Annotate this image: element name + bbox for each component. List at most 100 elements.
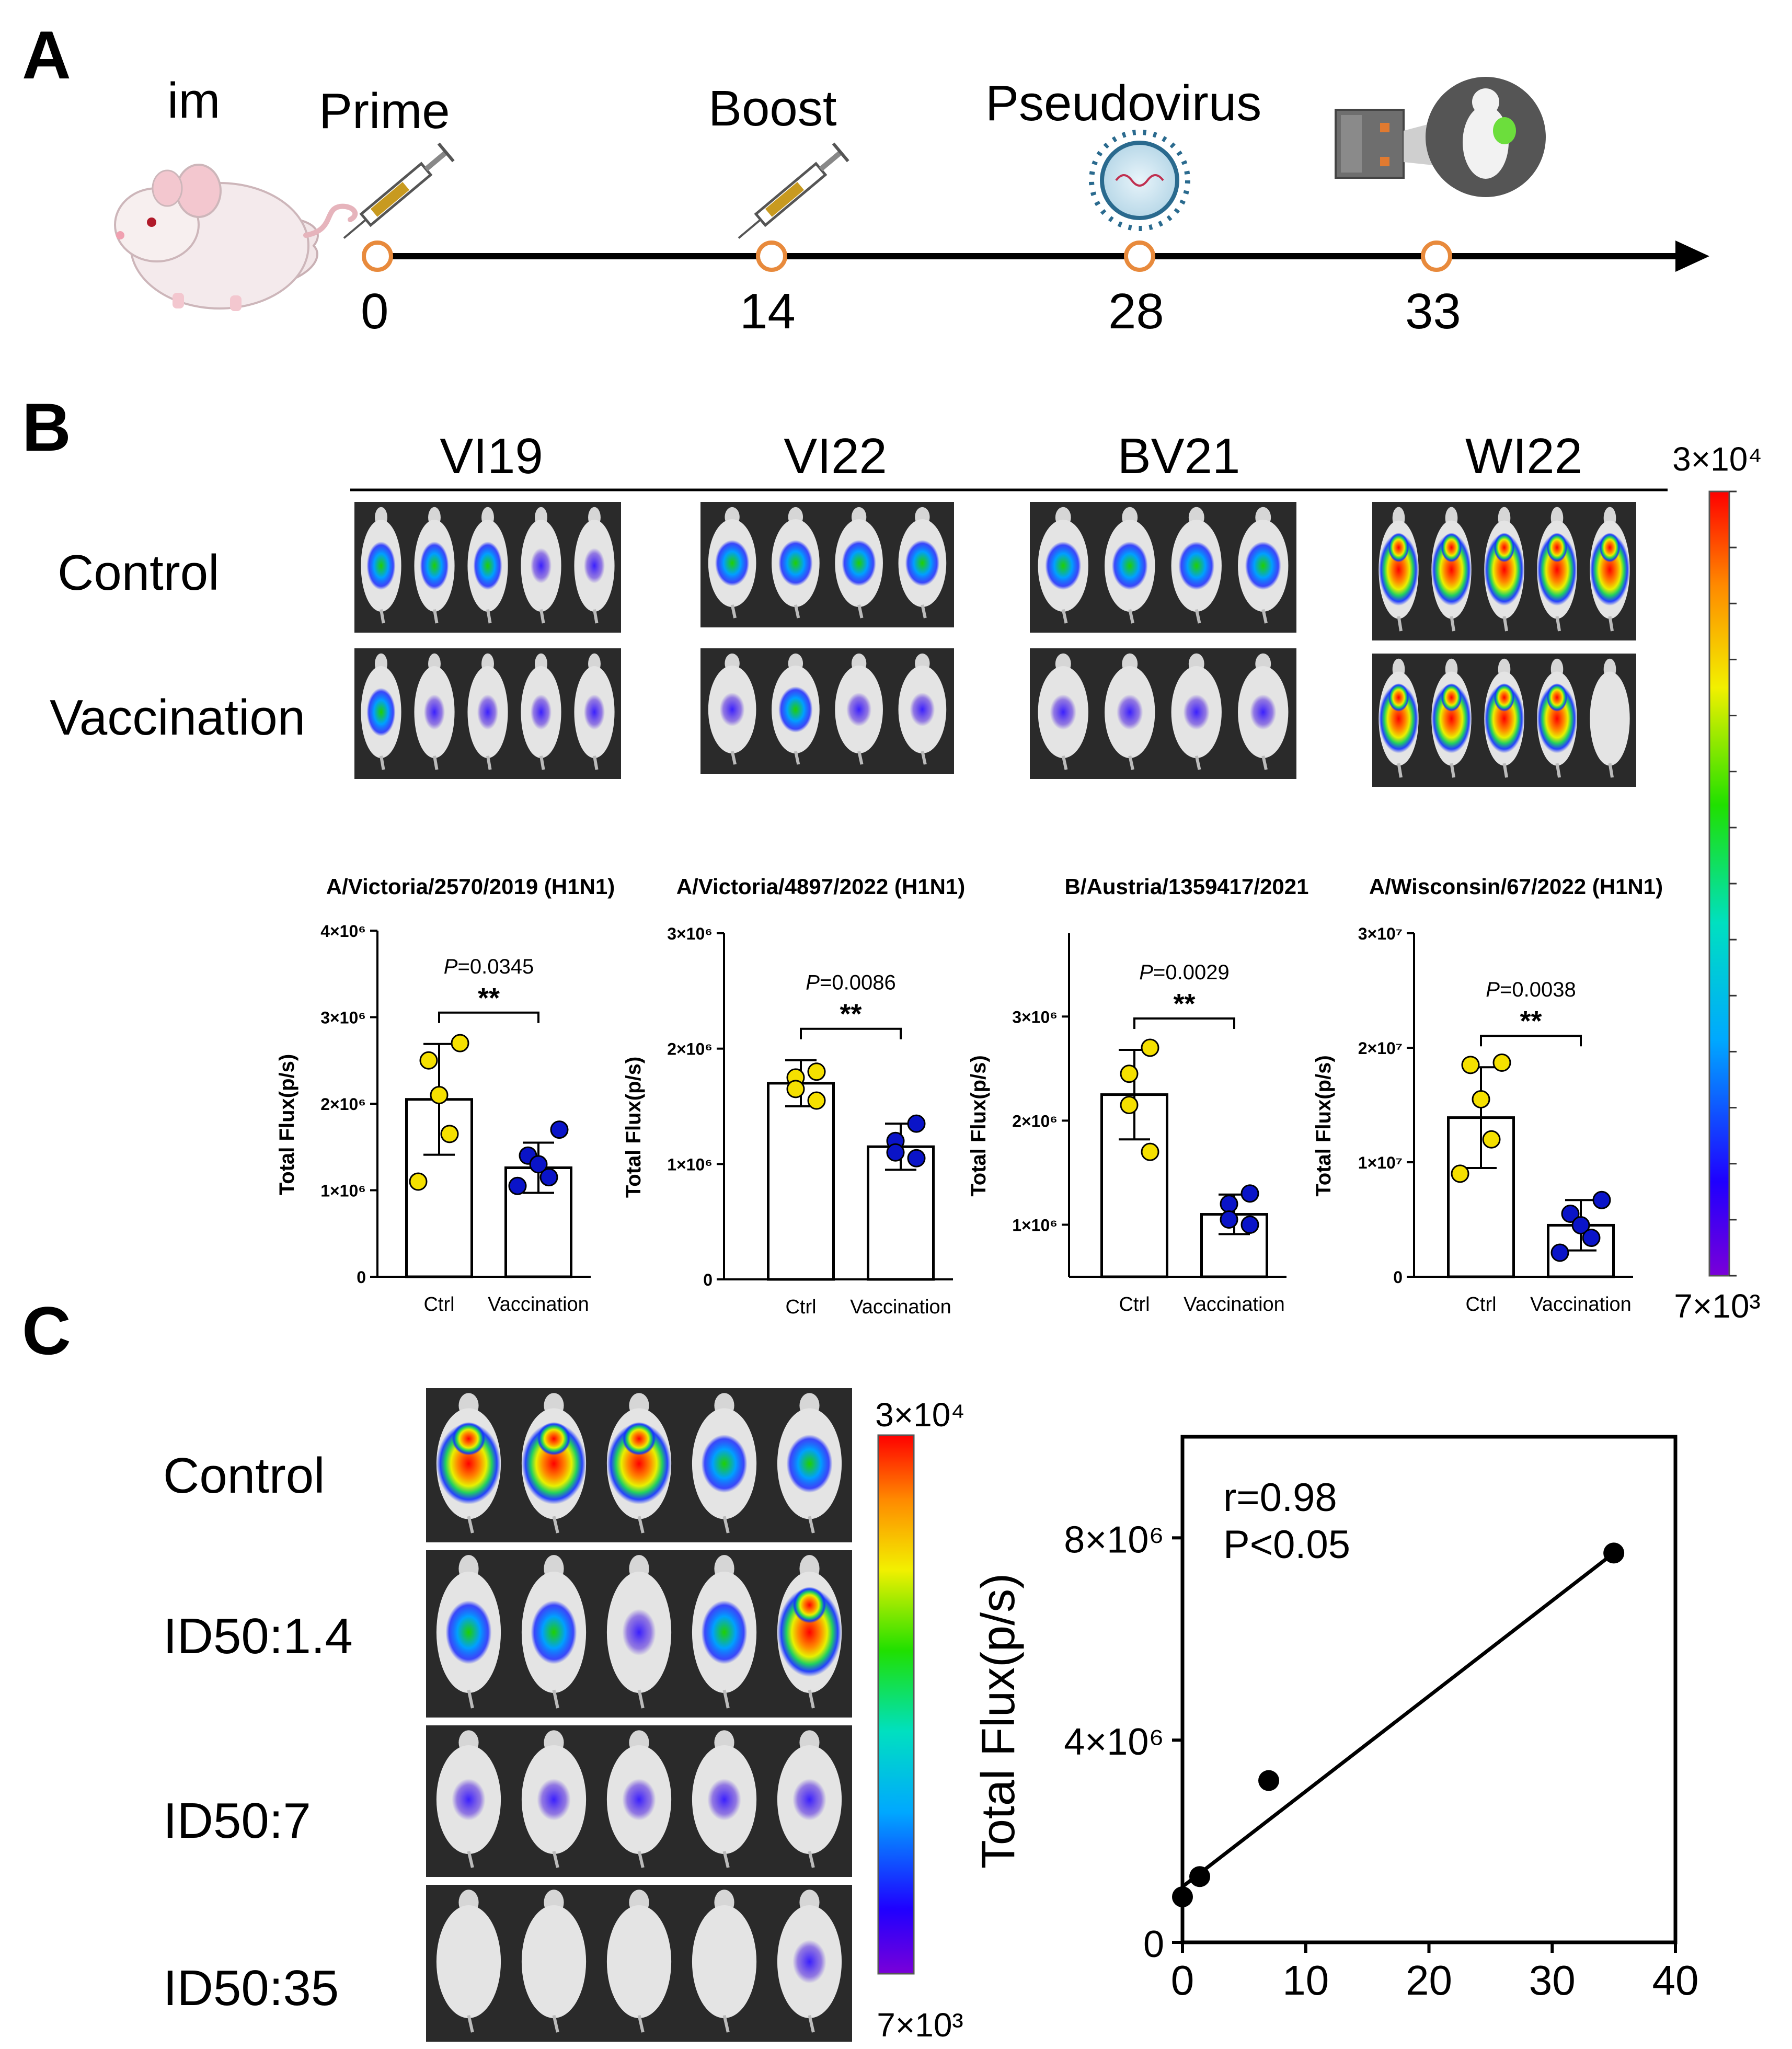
bar-chart: B/Austria/1359417/20211×10⁶2×10⁶3×10⁶Tot… (967, 874, 1308, 1315)
colorbar-ticks (1729, 490, 1737, 1277)
bar-chart: A/Wisconsin/67/2022 (H1N1)01×10⁷2×10⁷3×1… (1312, 874, 1663, 1315)
significance-stars: ** (478, 982, 500, 1014)
bli-image-stack (426, 1388, 852, 2042)
panel-a-letter: A (22, 17, 71, 93)
data-point (539, 1168, 558, 1187)
y-tick-label: 1×10⁶ (320, 1182, 366, 1200)
row-label-control: Control (163, 1448, 325, 1504)
p-value: P=0.0086 (806, 971, 895, 994)
timepoint-prime: Prime 0 (319, 83, 450, 339)
data-point (440, 1125, 459, 1143)
data-point (1240, 1184, 1259, 1203)
scatter-point (1172, 1886, 1193, 1907)
data-point (1482, 1130, 1501, 1149)
bli-image-vaccination (1030, 648, 1296, 779)
strain-label-bv21: BV21 (1118, 428, 1240, 484)
colorbar-gradient (877, 1434, 915, 1975)
y-tick-label: 2×10⁶ (320, 1095, 366, 1114)
y-tick-label: 3×10⁷ (1358, 924, 1403, 943)
strain-label-wi22: WI22 (1465, 428, 1582, 484)
data-point (1550, 1243, 1569, 1262)
y-tick-label: 3×10⁶ (320, 1009, 366, 1027)
y-tick-label: 0 (703, 1270, 713, 1289)
data-point (451, 1034, 469, 1052)
event-label: Pseudovirus (985, 75, 1261, 131)
timepoint-challenge: Pseudovirus 28 (985, 75, 1261, 339)
y-axis-label: Total Flux(p/s) (275, 1054, 298, 1195)
p-value: P=0.0345 (444, 955, 534, 978)
colorbar-min-label: 7×10³ (877, 2006, 963, 2044)
panel-b-letter: B (22, 389, 71, 465)
p-value: P=0.0029 (1139, 961, 1229, 984)
row-label-vaccination: Vaccination (50, 690, 305, 746)
data-point (1492, 1053, 1511, 1072)
row-label-id50-35: ID50:35 (163, 1960, 339, 2016)
data-point (1220, 1210, 1238, 1229)
significance-bracket (1480, 1035, 1582, 1047)
scatter-point (1189, 1866, 1211, 1887)
route-label: im (167, 73, 220, 129)
data-point (807, 1091, 826, 1110)
y-tick-label: 1×10⁶ (1012, 1216, 1058, 1234)
row-label-control: Control (58, 545, 219, 601)
scatter-point (1603, 1542, 1625, 1564)
x-category-label: Ctrl (423, 1293, 454, 1315)
colorbar-max-label: 3×10⁴ (875, 1396, 965, 1434)
day-label: 0 (361, 283, 388, 339)
data-point (1120, 1064, 1139, 1083)
data-point (907, 1149, 926, 1167)
panel-a: A im Prime 0 Boost 14 (22, 17, 1709, 339)
p-value-number: =0.0038 (1500, 978, 1576, 1001)
data-point (1220, 1195, 1238, 1214)
data-point (1472, 1090, 1490, 1109)
y-axis-label: Total Flux(p/s) (622, 1057, 645, 1198)
row-label-id50-7: ID50:7 (163, 1793, 311, 1849)
y-tick-label: 3×10⁶ (1012, 1008, 1058, 1026)
p-value-prefix: P (806, 971, 820, 994)
imaging-device-icon (1335, 77, 1546, 197)
x-tick-label: 20 (1406, 1957, 1452, 2004)
bli-image-row (426, 1725, 852, 1877)
colorbar-min-label: 7×10³ (1674, 1287, 1760, 1325)
mouse-illustration (114, 164, 358, 311)
significance-stars: ** (1173, 988, 1195, 1020)
chart-title: A/Wisconsin/67/2022 (H1N1) (1369, 874, 1663, 899)
significance-bracket (438, 1011, 539, 1023)
colorbar-b: 3×10⁴ 7×10³ (1672, 440, 1762, 1325)
y-tick-label: 3×10⁶ (667, 924, 713, 943)
data-point (1461, 1056, 1480, 1074)
x-category-label: Ctrl (1119, 1293, 1150, 1315)
x-category-label: Vaccination (1530, 1293, 1632, 1315)
x-category-label: Vaccination (850, 1296, 951, 1318)
p-value-number: =0.0086 (820, 971, 896, 994)
data-point (1141, 1142, 1159, 1161)
scatter-point (1258, 1770, 1280, 1791)
chart-title: A/Victoria/4897/2022 (H1N1) (676, 874, 966, 899)
bli-image-row (426, 1550, 852, 1718)
data-point (907, 1114, 926, 1133)
y-axis-label: Total Flux(p/s) (1312, 1055, 1335, 1196)
regression-line (1181, 1551, 1615, 1888)
data-point (430, 1085, 449, 1104)
data-point (1451, 1164, 1469, 1183)
day-label: 14 (740, 283, 796, 339)
annotation-r: r=0.98 (1223, 1475, 1337, 1520)
bar-ctrl (767, 1082, 835, 1281)
x-category-label: Vaccination (1184, 1293, 1285, 1315)
bar-chart: A/Victoria/2570/2019 (H1N1)01×10⁶2×10⁶3×… (275, 874, 615, 1315)
data-point (786, 1080, 805, 1098)
bar-chart: A/Victoria/4897/2022 (H1N1)01×10⁶2×10⁶3×… (622, 874, 965, 1318)
p-value-prefix: P (1139, 961, 1153, 984)
x-tick-label: 30 (1529, 1957, 1576, 2004)
panel-b: B VI19 VI22 BV21 WI22 Control Vaccinatio… (22, 389, 1762, 1325)
bli-image-vaccination (354, 648, 621, 779)
bli-image-control (1372, 502, 1636, 640)
timeline-arrowhead (1675, 241, 1709, 272)
y-axis-label: Total Flux(p/s) (972, 1573, 1025, 1869)
panel-c: C Control ID50:1.4 ID50:7 ID50:35 3×10⁴ … (22, 1292, 1698, 2044)
y-tick-label: 2×10⁶ (1012, 1112, 1058, 1130)
bli-image-control (700, 502, 954, 627)
bli-image-row (426, 1388, 852, 1542)
